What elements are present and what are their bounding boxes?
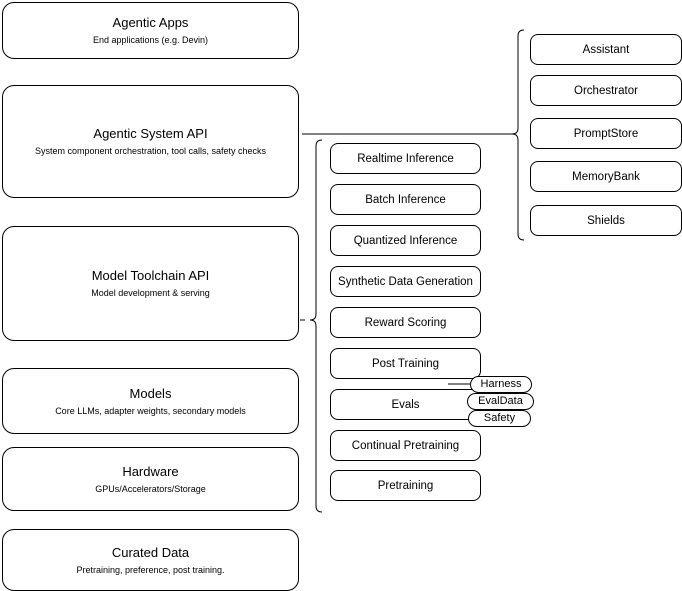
capability-label: Post Training (371, 357, 440, 370)
layer-subtitle: Core LLMs, adapter weights, secondary mo… (55, 405, 246, 416)
component-chip-promptstore[interactable]: PromptStore (530, 118, 682, 149)
eval-badge-evaldata[interactable]: EvalData (467, 393, 534, 410)
capability-label: Reward Scoring (364, 316, 447, 329)
capability-chip-evals[interactable]: Evals (330, 389, 481, 420)
layer-subtitle: System component orchestration, tool cal… (34, 146, 267, 156)
layer-title: Model Toolchain API (91, 268, 210, 283)
component-chip-memorybank[interactable]: MemoryBank (530, 161, 682, 192)
layer-title: Curated Data (111, 544, 190, 560)
capability-chip-continual-pretraining[interactable]: Continual Pretraining (330, 430, 481, 461)
capability-chip-post-training[interactable]: Post Training (330, 348, 481, 379)
capability-label: Pretraining (377, 479, 434, 492)
layer-box-agentic-apps[interactable]: Agentic Apps End applications (e.g. Devi… (2, 2, 299, 59)
layer-title: Agentic Apps (112, 15, 189, 30)
capability-chip-quantized-inference[interactable]: Quantized Inference (330, 225, 481, 256)
capability-chip-pretraining[interactable]: Pretraining (330, 470, 481, 501)
layer-box-curated-data[interactable]: Curated Data Pretraining, preference, po… (2, 529, 299, 591)
capability-chip-batch-inference[interactable]: Batch Inference (330, 184, 481, 215)
component-chip-assistant[interactable]: Assistant (530, 34, 682, 65)
eval-badge-harness[interactable]: Harness (470, 376, 532, 393)
bracket-agentic-components (511, 29, 525, 241)
layer-subtitle: GPUs/Accelerators/Storage (95, 483, 206, 494)
component-label: Orchestrator (574, 84, 638, 97)
layer-box-model-toolchain-api[interactable]: Model Toolchain API Model development & … (2, 226, 299, 341)
capability-chip-realtime-inference[interactable]: Realtime Inference (330, 143, 481, 174)
layer-box-models[interactable]: Models Core LLMs, adapter weights, secon… (2, 368, 299, 434)
capability-label: Evals (391, 398, 420, 411)
layer-subtitle: Model development & serving (91, 288, 210, 298)
layer-box-hardware[interactable]: Hardware GPUs/Accelerators/Storage (2, 447, 299, 511)
layer-subtitle: Pretraining, preference, post training. (76, 564, 225, 575)
component-label: PromptStore (573, 127, 639, 140)
bracket-toolchain-capabilities (309, 139, 323, 513)
eval-badge-safety[interactable]: Safety (468, 410, 531, 427)
capability-chip-reward-scoring[interactable]: Reward Scoring (330, 307, 481, 338)
component-label: Assistant (582, 43, 630, 56)
layer-box-agentic-system-api[interactable]: Agentic System API System component orch… (2, 85, 299, 198)
capability-label: Synthetic Data Generation (338, 275, 473, 288)
layer-subtitle: End applications (e.g. Devin) (92, 35, 209, 45)
layer-title: Agentic System API (93, 126, 208, 141)
layer-title: Hardware (122, 463, 179, 479)
capability-label: Quantized Inference (353, 234, 458, 247)
component-chip-orchestrator[interactable]: Orchestrator (530, 75, 682, 106)
layer-title: Models (129, 385, 172, 401)
component-label: MemoryBank (572, 170, 640, 183)
capability-label: Batch Inference (365, 193, 446, 206)
component-chip-shields[interactable]: Shields (530, 205, 682, 236)
capability-label: Continual Pretraining (351, 439, 460, 452)
capability-label: Realtime Inference (357, 152, 454, 165)
capability-chip-synthetic-data-generation[interactable]: Synthetic Data Generation (330, 266, 481, 297)
component-label: Shields (587, 214, 625, 227)
